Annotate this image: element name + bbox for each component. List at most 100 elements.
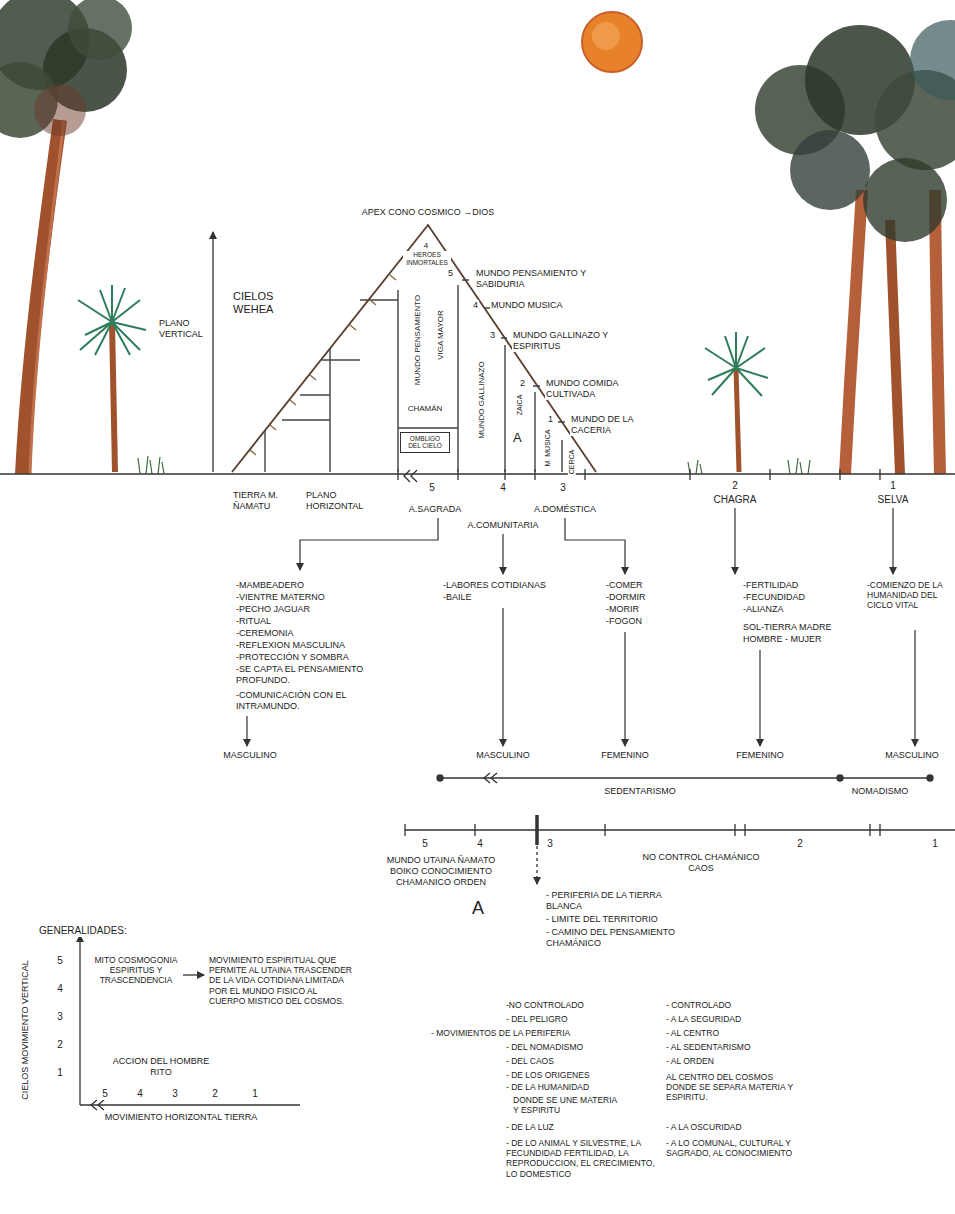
right-tree [755,20,955,474]
text-label: - AL SEDENTARISMO [665,1042,752,1052]
text-label: - AL CENTRO [665,1028,720,1038]
text-label: 3 [56,1011,64,1023]
text-label: -BAILE [442,592,473,603]
text-label: - DE LA LUZ [505,1122,555,1132]
text-label: CIELOS MOVIMIENTO VERTICAL [20,959,31,1101]
text-label: - DE LA HUMANIDAD [505,1082,590,1092]
text-label: - CAMINO DEL PENSAMIENTO CHAMÁNICO [545,927,682,949]
text-label: - DEL NOMADISMO [505,1042,584,1052]
text-label: -REFLEXION MASCULINA [235,640,346,651]
text-label: 5 [56,955,64,967]
text-label: MUNDO GALLINAZO Y ESPIRITUS [512,330,639,352]
text-label: 1 [56,1067,64,1079]
text-label: -NO CONTROLADO [505,1000,585,1010]
text-label: CERCA [568,449,576,476]
text-label: 4 [499,482,507,494]
text-label: 3 [171,1088,179,1100]
text-label: -FERTILIDAD [742,580,799,591]
text-label: DONDE SE UNE MATERIA Y ESPIRITU [512,1095,624,1115]
text-label: -CEREMONIA [235,628,295,639]
text-label: A [512,430,523,446]
text-label: MOVIMIENTO ESPIRITUAL QUE PERMITE AL UTA… [208,955,355,1006]
text-label: -PECHO JAGUAR [235,604,311,615]
text-label: - AL ORDEN [665,1056,715,1066]
text-label: SOL-TIERRA MADRE [742,622,833,633]
text-label: -FECUNDIDAD [742,592,806,603]
text-label: 2 [211,1088,219,1100]
text-label: 4 [56,983,64,995]
text-label: -SE CAPTA EL PENSAMIENTO PROFUNDO. [235,664,387,686]
text-label: 2 [796,838,804,850]
box-text: OMBLIGO DEL CIELO [403,435,447,450]
text-label: CIELOS WEHEA [232,290,299,316]
text-label: -COMIENZO DE LA HUMANIDAD DEL CICLO VITA… [866,580,950,611]
text-label: 3 [559,482,567,494]
text-label: -MORIR [605,604,640,615]
text-label: AL CENTRO DEL COSMOS DONDE SE SEPARA MAT… [665,1072,802,1103]
text-label: APEX CONO COSMICO →DIOS [361,207,496,218]
text-label: PLANO HORIZONTAL [305,490,382,512]
text-label: MASCULINO [222,750,278,761]
text-label: GENERALIDADES: [38,925,128,937]
text-label: SELVA [877,494,910,506]
text-label: 2 [56,1039,64,1051]
text-label: - A LA SEGURIDAD [665,1014,742,1024]
text-label: MOVIMIENTO HORIZONTAL TIERRA [95,1112,267,1123]
text-label: 1 [547,414,554,425]
text-label: MUNDO COMIDA CULTIVADA [545,378,657,400]
text-label: -COMUNICACIÓN CON EL INTRAMUNDO. [235,690,387,712]
text-label: -VIENTRE MATERNO [235,592,326,603]
ground-line [0,469,955,482]
text-label: 2 [519,378,526,389]
text-label: -ALIANZA [742,604,785,615]
text-label: MUNDO MUSICA [490,300,564,311]
text-label: 4 [136,1088,144,1100]
text-label: - PERIFERIA DE LA TIERRA BLANCA [545,890,677,912]
text-label: 2 [731,480,739,492]
text-label: -COMER [605,580,644,591]
text-label: VIGA MAYOR [436,309,446,361]
text-label: 1 [931,838,939,850]
text-label: MASCULINO [475,750,531,761]
text-label: -LABORES COTIDIANAS [442,580,547,591]
text-label: 1 [251,1088,259,1100]
text-label: MUNDO DE LA CACERIA [570,414,672,436]
text-label: MITO COSMOGONIA ESPIRITUS Y TRASCENDENCI… [90,955,182,986]
sedentarism-line [437,773,933,783]
text-label: 4 [423,241,429,251]
text-label: A.SAGRADA [408,504,463,515]
text-label: A [471,898,485,920]
text-label: HOMBRE - MUJER [742,634,823,645]
text-label: - DEL CAOS [505,1056,555,1066]
labelled-box: OMBLIGO DEL CIELO [400,432,450,453]
text-label: - LIMITE DEL TERRITORIO [545,914,659,925]
text-label: 4 [476,838,484,850]
text-label: -DORMIR [605,592,647,603]
text-label: A.DOMÉSTICA [533,504,597,515]
text-label: SEDENTARISMO [603,786,676,797]
text-label: - DE LO ANIMAL Y SILVESTRE, LA FECUNDIDA… [505,1138,657,1179]
text-label: -MAMBEADERO [235,580,305,591]
text-label: HEROES INMORTALES [403,251,451,267]
text-label: CHAGRA [713,494,758,506]
text-label: 1 [889,480,897,492]
text-label: 5 [447,268,454,279]
text-label: TIERRA M. ÑAMATU [232,490,304,512]
text-label: - MOVIMIENTOS DE LA PERIFERIA [430,1028,571,1038]
text-label: 3 [489,330,496,341]
text-label: NOMADISMO [851,786,910,797]
text-label: - A LO COMUNAL, CULTURAL Y SAGRADO, AL C… [665,1138,817,1158]
text-label: MUNDO UTAINA ÑAMATO BOIKO CONOCIMIENTO C… [378,855,505,887]
text-label: ACCION DEL HOMBRE RITO [110,1056,212,1078]
text-label: 3 [546,838,554,850]
text-label: -FOGON [605,616,643,627]
text-label: CHAMÁN [407,404,444,414]
text-label: 4 [472,300,479,311]
grass [138,456,810,474]
text-label: FEMENINO [735,750,785,761]
text-label: - CONTROLADO [665,1000,732,1010]
text-label: MASCULINO [884,750,940,761]
text-label: M. MUSICA [544,429,552,468]
text-label: - A LA OSCURIDAD [665,1122,743,1132]
text-label: MUNDO PENSAMIENTO Y SABIDURIA [475,268,592,290]
